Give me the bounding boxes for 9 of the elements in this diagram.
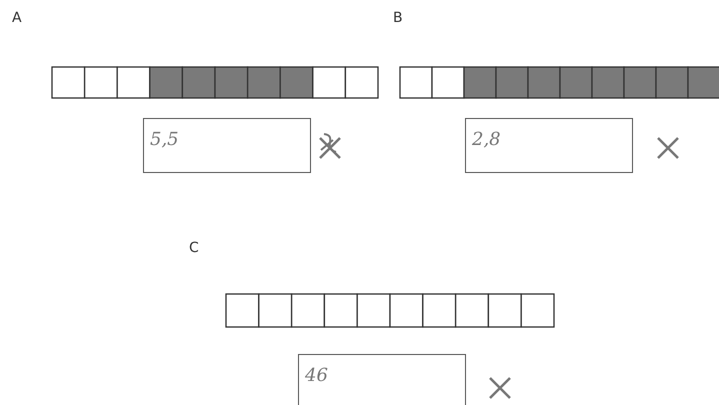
answer-box (143, 118, 311, 173)
panel-letter: C (189, 240, 199, 256)
handwritten-answer: 2,8 (472, 129, 501, 150)
handwritten-answer: 46 (305, 365, 328, 386)
answer-box (465, 118, 633, 173)
panel-letter: B (393, 10, 403, 26)
panel-letter: A (12, 10, 22, 26)
answer-box (298, 354, 466, 405)
handwritten-answer: 5,5 (150, 129, 179, 150)
